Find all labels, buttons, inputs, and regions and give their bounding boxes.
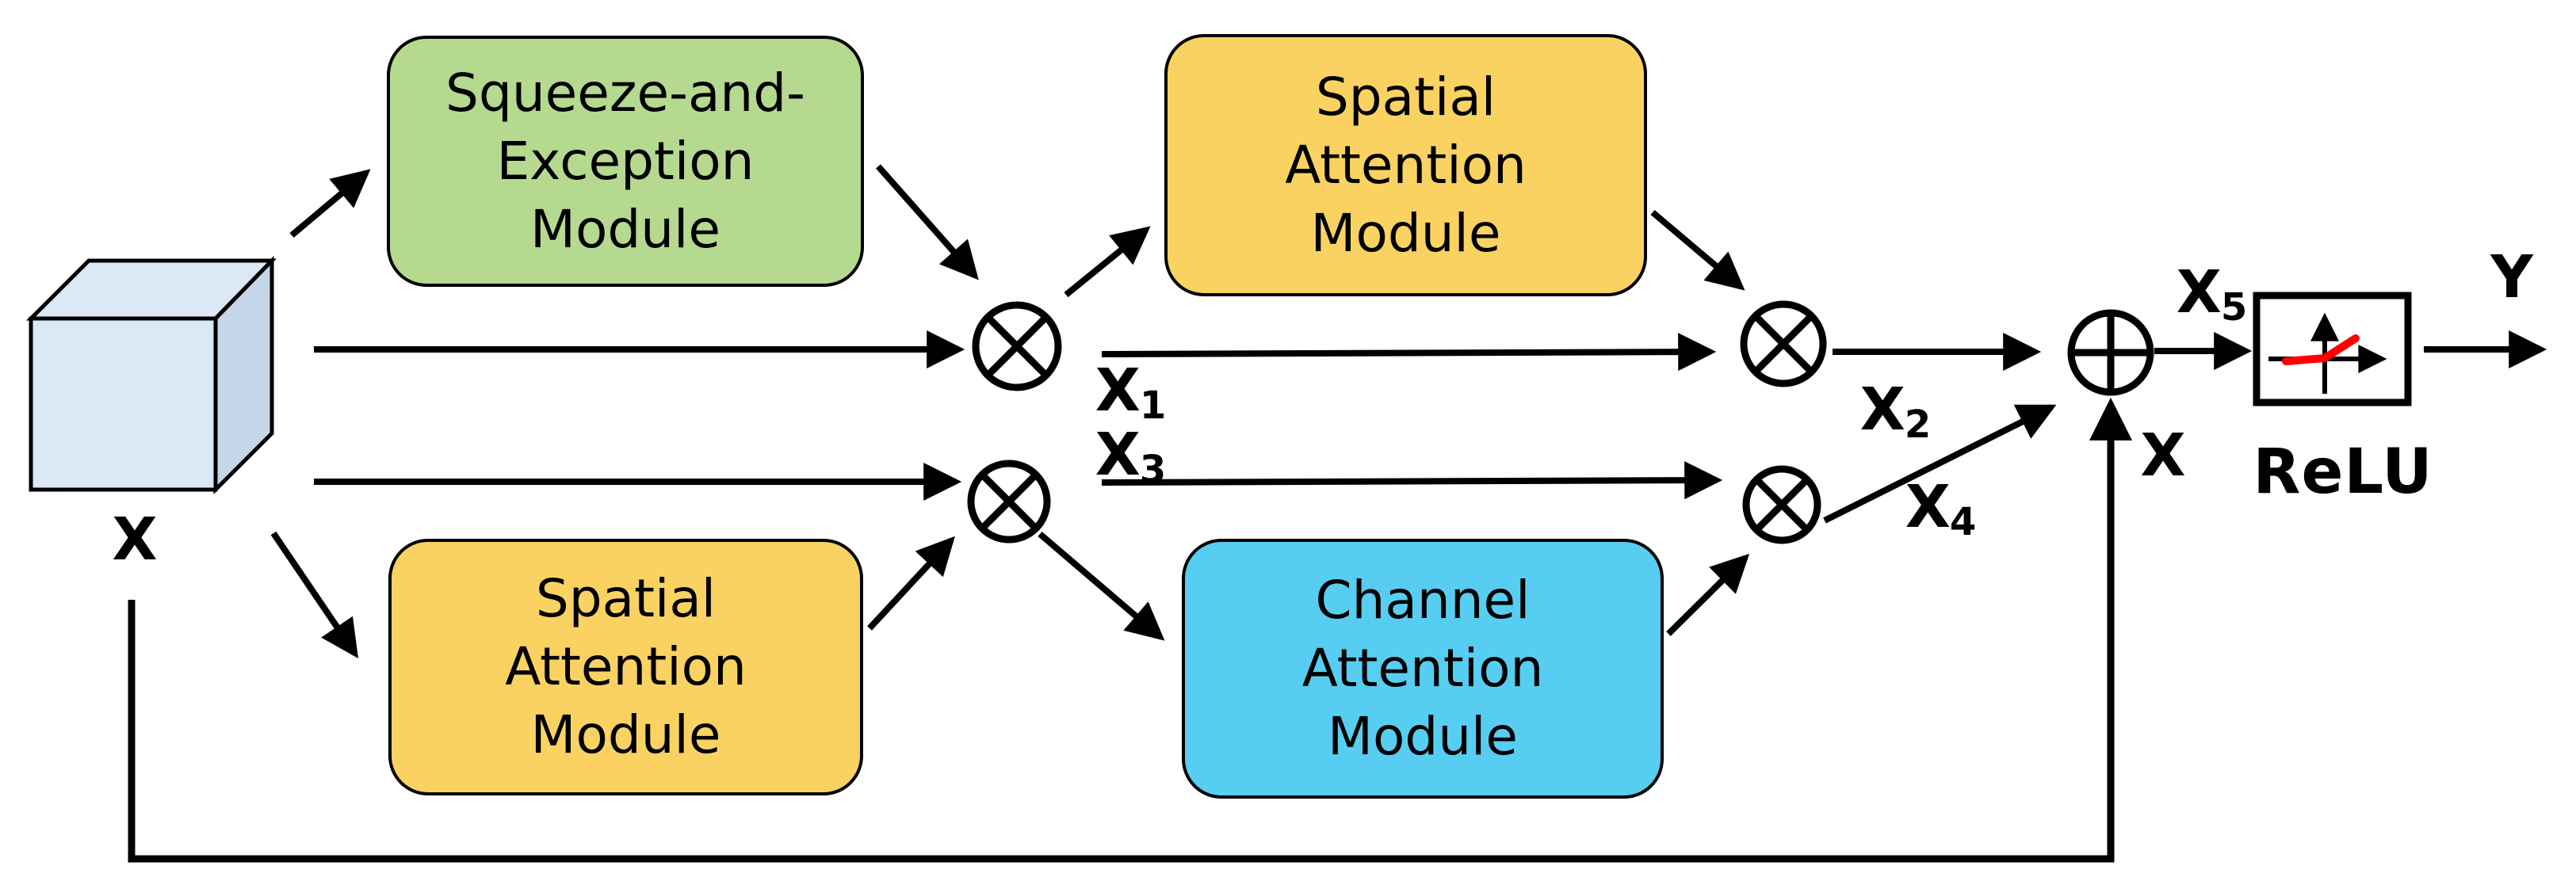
x2-subscript: 2 (1904, 402, 1932, 447)
x1-subscript: 1 (1139, 383, 1167, 428)
arrow-x1-to-multiply-3 (1101, 333, 1717, 372)
x2-label: X2 (1860, 380, 1932, 444)
arrow-cube-to-spatial-bottom (270, 531, 359, 658)
x4-base: X (1905, 473, 1951, 541)
se-module-box (387, 36, 864, 287)
cube-front-face (29, 316, 218, 492)
x1-base: X (1095, 357, 1141, 425)
x5-subscript: 5 (2220, 285, 2248, 330)
spatial-attention-bottom-box (388, 539, 863, 795)
multiply-operator-2-icon (967, 460, 1051, 544)
x3-base: X (1095, 421, 1141, 489)
arrow-se-module-to-multiply-1 (876, 164, 979, 280)
relu-caption: ReLU (2253, 437, 2433, 508)
arrow-spatial-top-to-multiply-3 (1650, 209, 1745, 291)
x4-label: X4 (1905, 478, 1977, 541)
x5-base: X (2176, 258, 2222, 326)
input-tensor-cube (25, 255, 277, 495)
x3-label: X3 (1095, 425, 1167, 489)
x5-label: X5 (2177, 263, 2248, 326)
arrow-x3-to-multiply-4 (1101, 461, 1723, 500)
x3-subscript: 3 (1139, 448, 1167, 492)
add-operator-icon (2067, 309, 2154, 396)
output-y-label: Y (2490, 243, 2533, 311)
channel-attention-box (1182, 539, 1664, 799)
relu-curve (2282, 334, 2360, 365)
arrow-multiply-4-to-add (1823, 404, 2057, 524)
identity-x-label: X (2140, 422, 2186, 490)
x1-label: X1 (1095, 361, 1167, 425)
arrow-multiply-1-to-spatial-top (1064, 226, 1151, 298)
arrow-multiply-2-to-channel-attention (1038, 531, 1165, 641)
arrow-identity-skip-connection (128, 397, 2132, 863)
multiply-operator-4-icon (1742, 465, 1821, 544)
arrow-spatial-bottom-to-multiply-2 (867, 536, 955, 631)
relu-activation-box (2253, 292, 2412, 406)
input-x-label: X (112, 505, 158, 574)
spatial-attention-top-box (1164, 34, 1647, 296)
x2-base: X (1859, 376, 1905, 444)
arrow-cube-to-se-module (289, 169, 371, 238)
multiply-operator-1-icon (972, 301, 1062, 391)
multiply-operator-3-icon (1740, 300, 1827, 387)
x4-subscript: 4 (1949, 500, 1977, 544)
arrow-channel-attention-to-multiply-4 (1666, 553, 1750, 636)
